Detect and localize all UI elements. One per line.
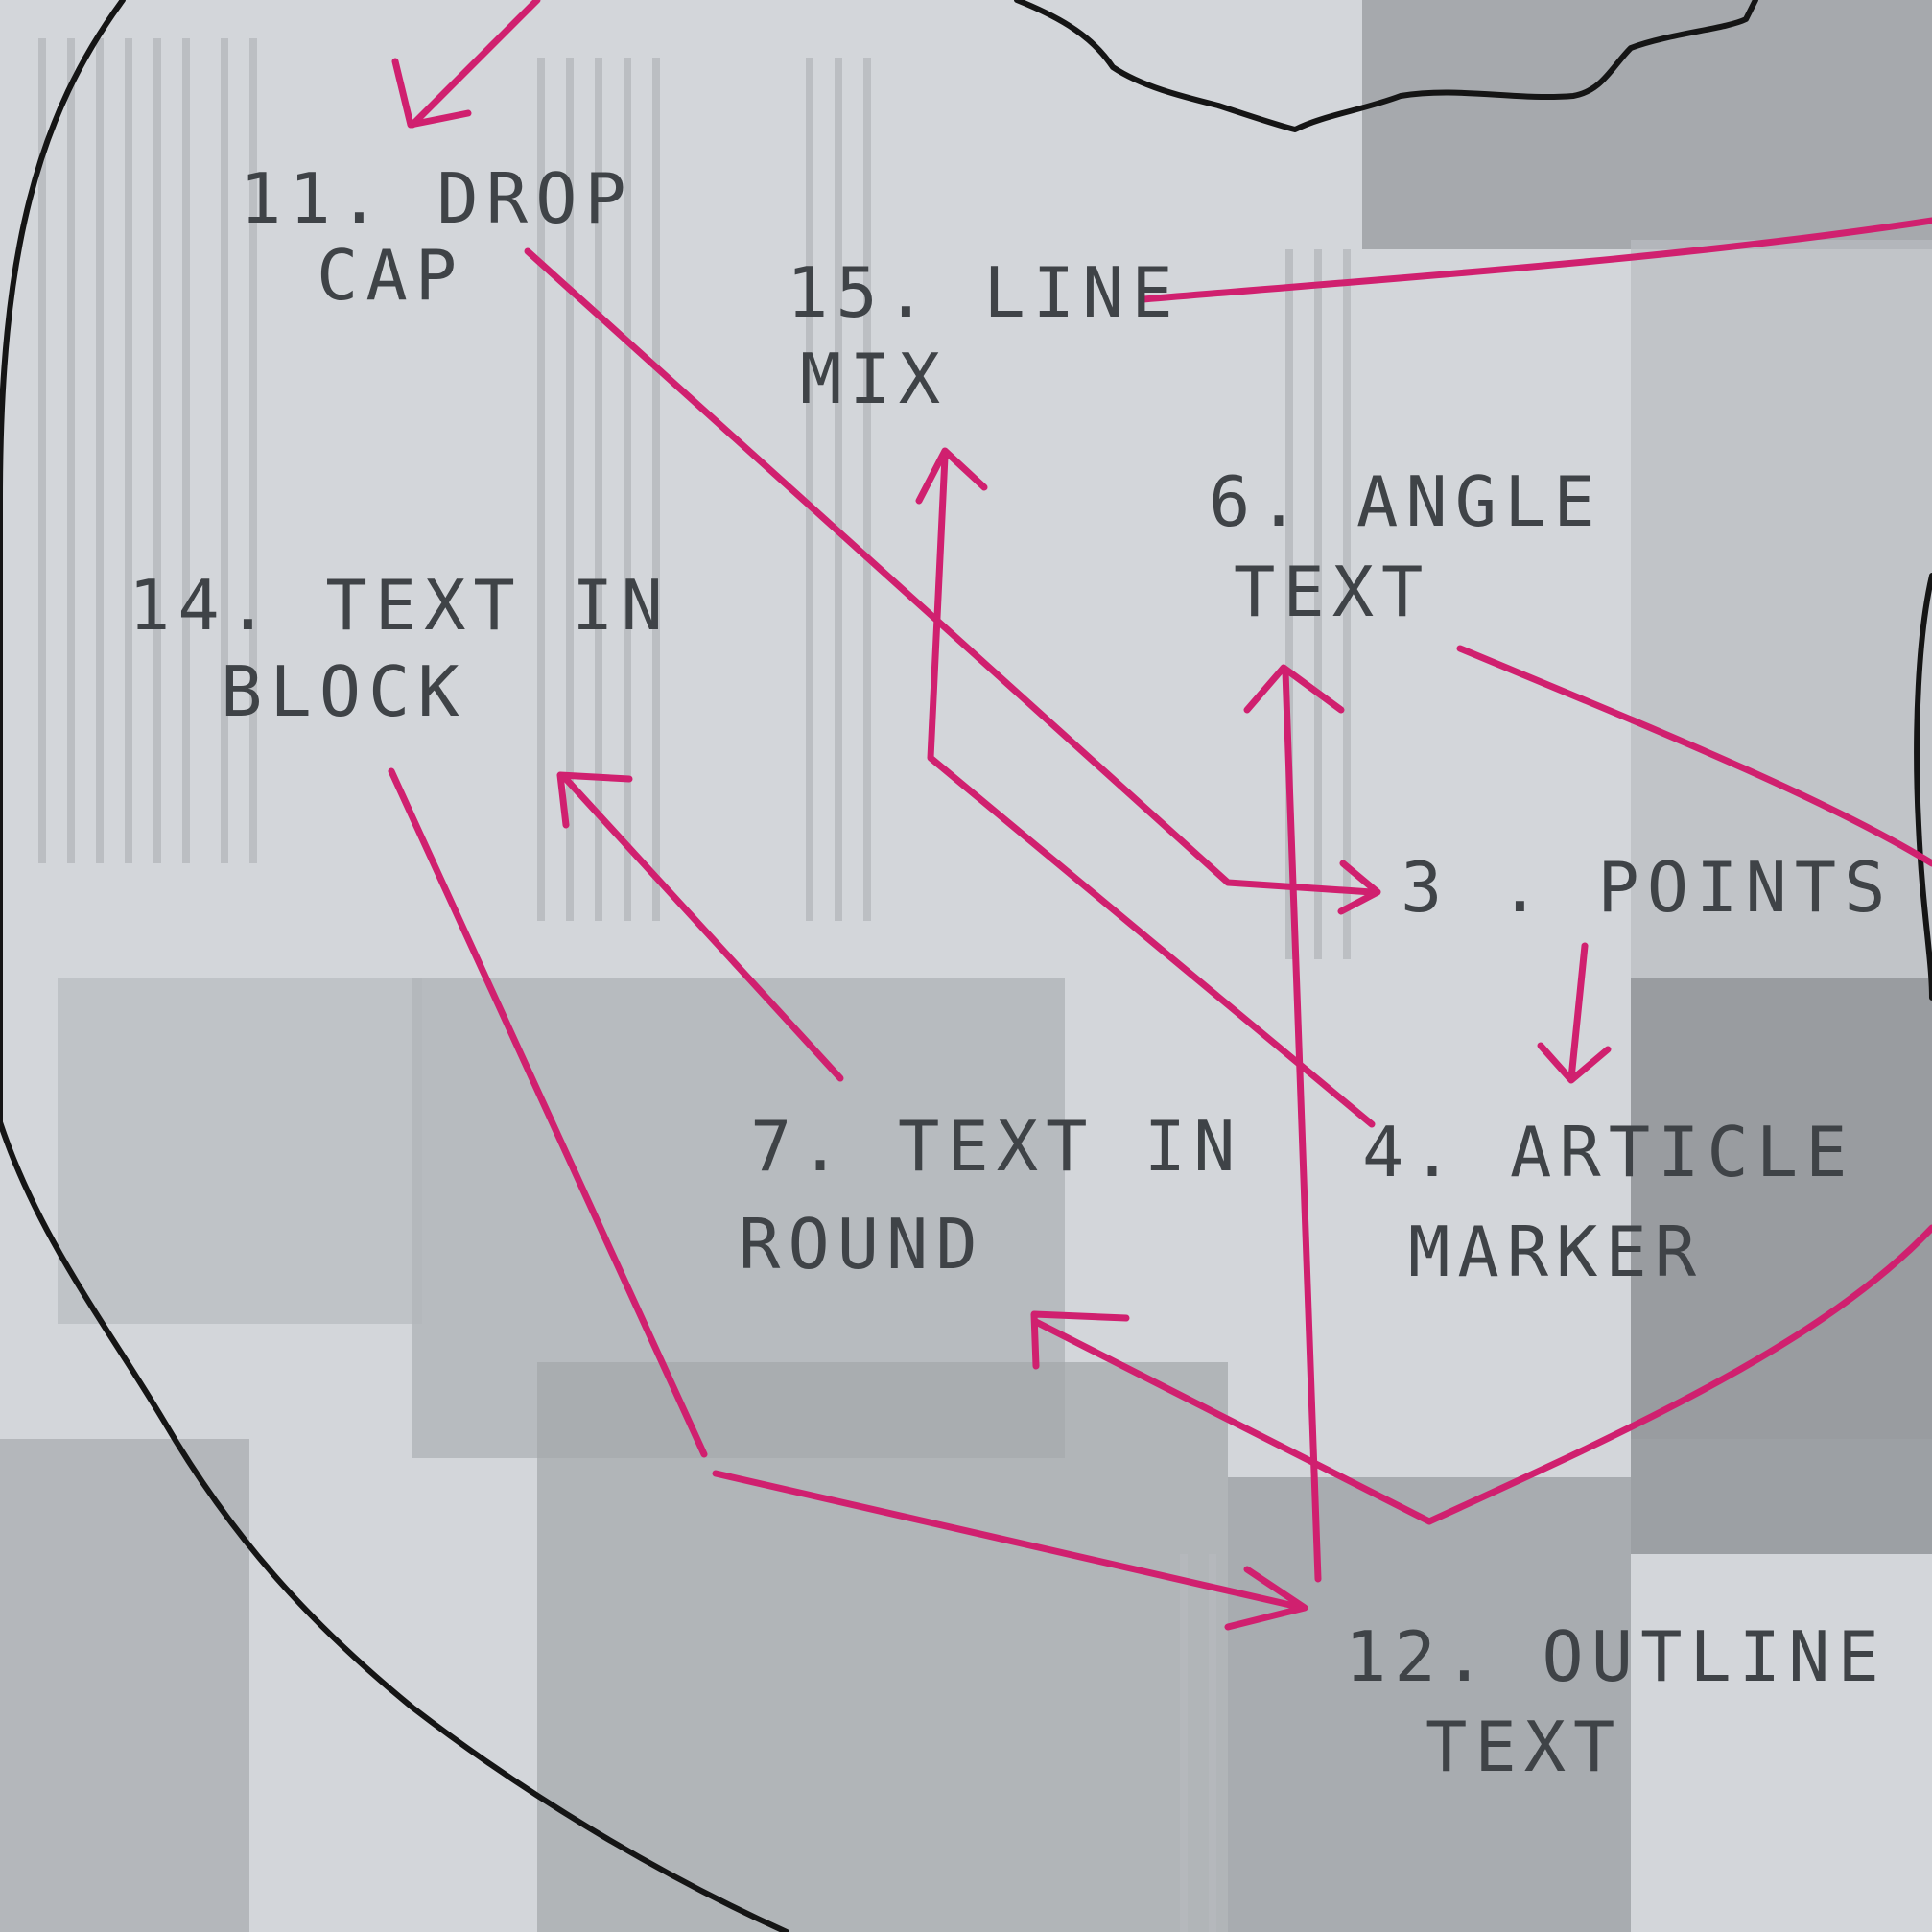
line-text-in-round-to-text-in-block: [562, 775, 844, 1082]
line-article-marker-to-line-mix: [927, 453, 1376, 1128]
line-angle-text-to-right: [1456, 645, 1932, 867]
label-article-marker-line2: MARKER: [1408, 1212, 1704, 1292]
label-line-mix-line1: 15. LINE: [787, 252, 1181, 333]
label-angle-text-line2: TEXT: [1234, 552, 1430, 632]
line-bottom-to-outline: [712, 1470, 1307, 1612]
label-angle-text-line1: 6. ANGLE: [1209, 461, 1603, 542]
line-outline-to-text-in-round: [1032, 1318, 1433, 1525]
arrowhead-article-marker: [1537, 1042, 1612, 1084]
right-edge-outline: [1914, 573, 1932, 1001]
label-text-in-round-line1: 7. TEXT IN: [750, 1106, 1242, 1187]
label-line-mix-line2: MIX: [800, 339, 948, 419]
label-text-in-block-line2: BLOCK: [221, 651, 467, 732]
arrowhead-angle-text: [1243, 664, 1345, 714]
label-outline-text-line2: TEXT: [1425, 1707, 1622, 1787]
arrowhead-text-in-round: [1030, 1310, 1130, 1370]
label-text-in-round-line2: ROUND: [739, 1204, 985, 1284]
top-shape-outline: [1014, 0, 1758, 132]
label-points-line1: 3 . POINTS: [1401, 847, 1893, 928]
line-line-mix-to-top-right: [1140, 217, 1932, 303]
label-article-marker-line1: 4. ARTICLE: [1362, 1112, 1854, 1192]
large-round-outline: [0, 0, 789, 1932]
arrow-top-to-drop-cap: [409, 0, 541, 129]
line-outline-to-right-edge: [1425, 1224, 1932, 1525]
magenta-connectors: [388, 0, 1932, 1631]
label-drop-cap-line2: CAP: [317, 235, 464, 316]
arrowhead-line-mix: [915, 447, 988, 505]
line-drop-cap-to-points: [524, 247, 1376, 896]
line-points-to-article-marker: [1567, 942, 1589, 1082]
arrowhead-points: [1337, 860, 1381, 915]
label-outline-text-line1: 12. OUTLINE: [1345, 1616, 1887, 1697]
arrowhead-text-in-block: [556, 771, 633, 829]
line-outline-to-angle-text: [1282, 668, 1322, 1583]
arrowhead-outline: [1224, 1566, 1308, 1631]
handwritten-labels: 11. DROP CAP 15. LINE MIX 6. ANGLE TEXT …: [129, 158, 1893, 1787]
label-text-in-block-line1: 14. TEXT IN: [129, 565, 671, 646]
arrowhead-top: [391, 58, 472, 129]
line-text-in-block-to-outline: [388, 767, 708, 1458]
label-drop-cap-line1: 11. DROP: [240, 158, 634, 239]
